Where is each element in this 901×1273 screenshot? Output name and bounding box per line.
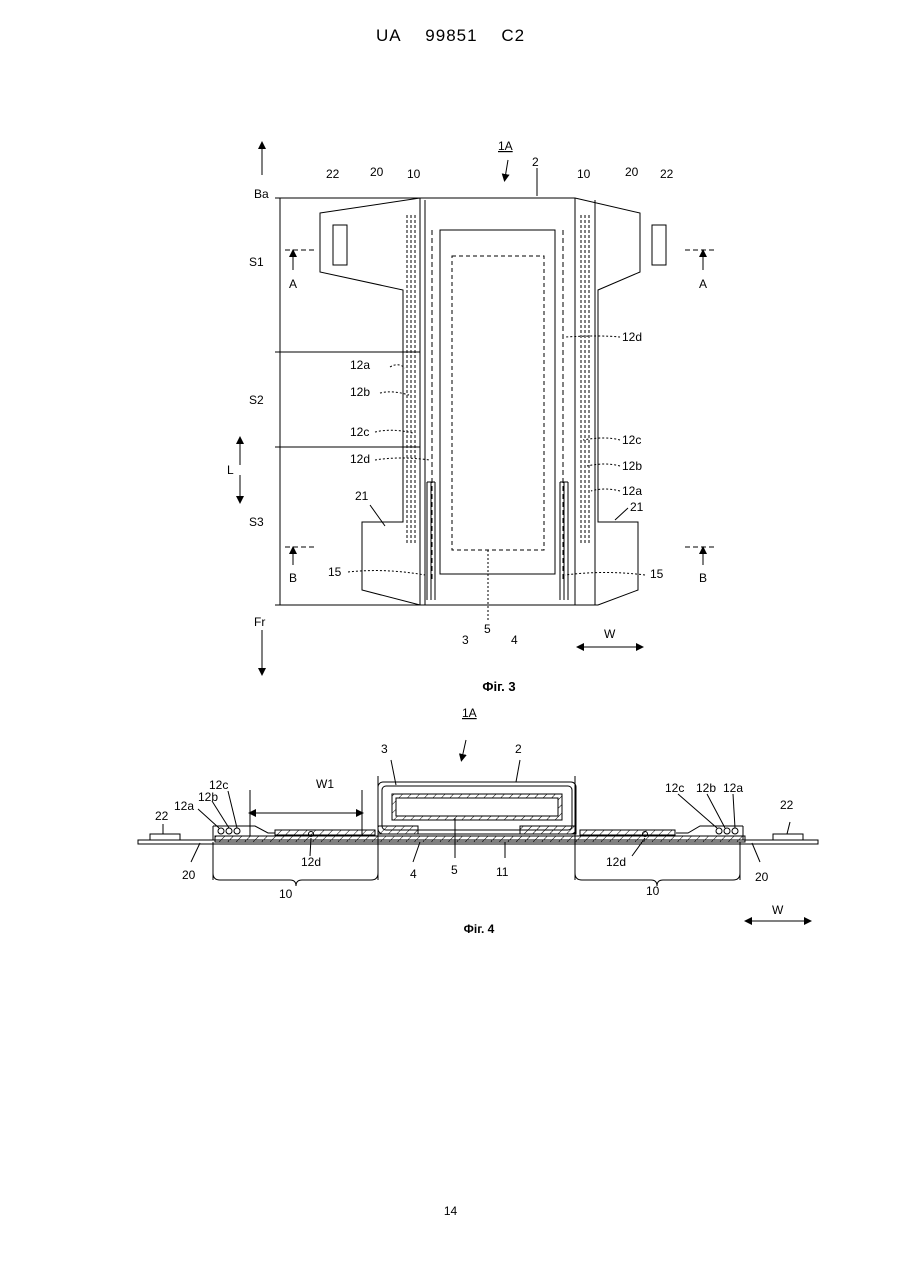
figure-4-caption: Фіг. 4 [419,922,539,936]
label-1a: 1A [462,706,477,720]
label-11: 11 [496,865,509,879]
label-22-right: 22 [780,798,794,812]
label-12b-left: 12b [198,790,218,804]
label-12d-right: 12d [606,855,626,869]
label-w: W [772,903,784,917]
label-4: 4 [410,867,417,881]
label-12a-right: 12a [723,781,743,795]
label-12b-right: 12b [696,781,716,795]
label-10-right: 10 [646,884,660,898]
tape-22-right [773,834,803,840]
label-20-left: 20 [182,868,196,882]
page-number: 14 [0,1204,901,1218]
label-12d-left: 12d [301,855,321,869]
label-20-right: 20 [755,870,769,884]
figure-4-drawing: 1A 3 2 W1 12c 12b 12a 22 12c 12b 12a 22 … [0,0,901,1000]
label-2: 2 [515,742,522,756]
tape-22-left [150,834,180,840]
label-3: 3 [381,742,388,756]
label-5: 5 [451,863,458,877]
label-10-left: 10 [279,887,293,901]
label-12c-right: 12c [665,781,684,795]
label-w1: W1 [316,777,334,791]
label-22-left: 22 [155,809,169,823]
label-12a-left: 12a [174,799,194,813]
